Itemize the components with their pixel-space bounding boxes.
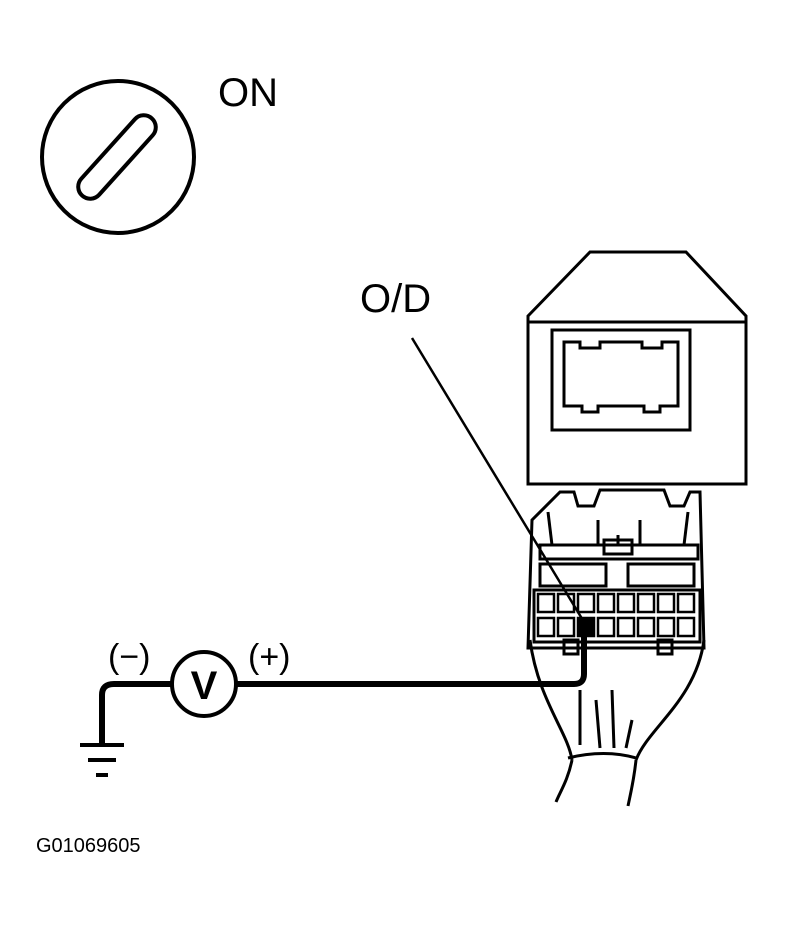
wire-harness — [528, 639, 706, 807]
positive-lead-label: (+) — [248, 638, 291, 676]
negative-lead-label: (−) — [108, 638, 151, 676]
od-leader-line — [410, 337, 586, 623]
voltmeter-symbol: V — [191, 664, 218, 708]
harness-connector — [526, 488, 706, 656]
figure-code: G01069605 — [36, 835, 141, 857]
voltmeter-icon: V — [170, 650, 238, 718]
switch-state-label: ON — [218, 71, 278, 115]
probe-wire — [99, 630, 587, 745]
terminal-cavities — [536, 592, 696, 638]
ecu-connector-housing — [526, 250, 748, 486]
ignition-switch-icon — [40, 79, 196, 235]
ground-icon — [80, 743, 124, 777]
od-terminal-label: O/D — [360, 277, 431, 321]
